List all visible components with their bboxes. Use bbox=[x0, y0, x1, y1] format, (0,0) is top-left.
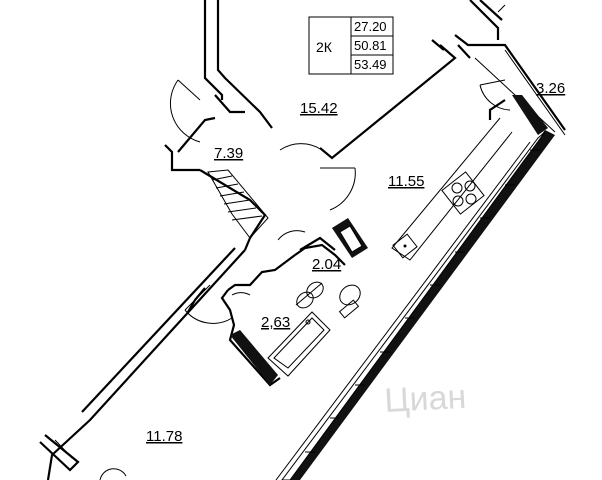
washbasin-icon bbox=[295, 281, 324, 309]
room-label-2-63: 2,63 bbox=[261, 314, 290, 331]
sink-icon bbox=[392, 233, 418, 259]
room-label-2-04: 2.04 bbox=[312, 256, 341, 273]
unit-code: 2К bbox=[316, 39, 333, 55]
room-label-11-55: 11.55 bbox=[388, 173, 424, 190]
room-label-11-78: 11.78 bbox=[146, 428, 182, 445]
door-swings bbox=[99, 79, 511, 480]
bathroom-fixtures bbox=[267, 281, 361, 377]
kitchen-counter bbox=[391, 117, 513, 261]
total-area-with-balcony: 53.49 bbox=[354, 57, 387, 72]
toilet-icon bbox=[338, 284, 361, 319]
watermark-text: Циан bbox=[383, 378, 467, 420]
room-label-3-26: 3.26 bbox=[536, 80, 565, 97]
total-living-area: 27.20 bbox=[354, 19, 387, 34]
area-legend: 2К 27.20 50.81 53.49 bbox=[308, 16, 394, 75]
room-labels: 15.42 7.39 11.55 3.26 2.04 2,63 11.78 bbox=[146, 80, 565, 445]
bathtub-icon bbox=[267, 311, 331, 377]
total-area: 50.81 bbox=[354, 38, 387, 53]
stairs bbox=[207, 169, 269, 239]
exterior-walls bbox=[203, 0, 566, 480]
room-label-15-42: 15.42 bbox=[300, 100, 338, 117]
diagonal-wall-hatch bbox=[305, 149, 540, 453]
room-label-7-39: 7.39 bbox=[214, 145, 243, 162]
